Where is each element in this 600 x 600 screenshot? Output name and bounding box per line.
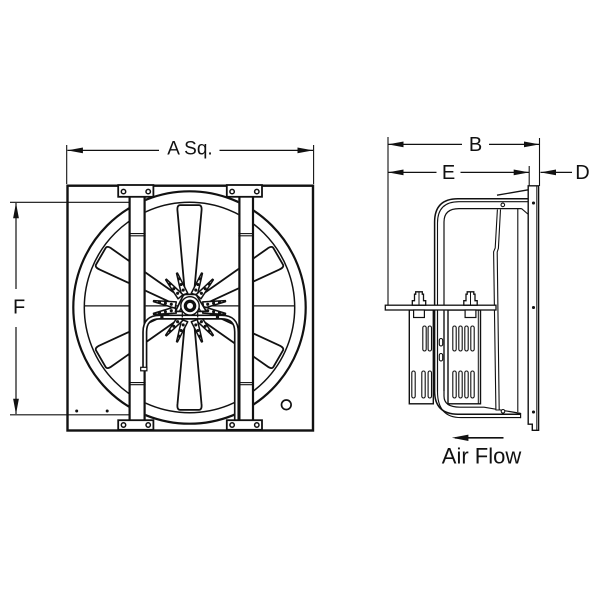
svg-text:D: D — [575, 162, 589, 184]
svg-text:Air Flow: Air Flow — [442, 444, 522, 469]
svg-text:F: F — [13, 297, 25, 319]
svg-text:B: B — [469, 134, 482, 156]
svg-text:E: E — [442, 162, 455, 184]
svg-text:A Sq.: A Sq. — [167, 139, 212, 160]
